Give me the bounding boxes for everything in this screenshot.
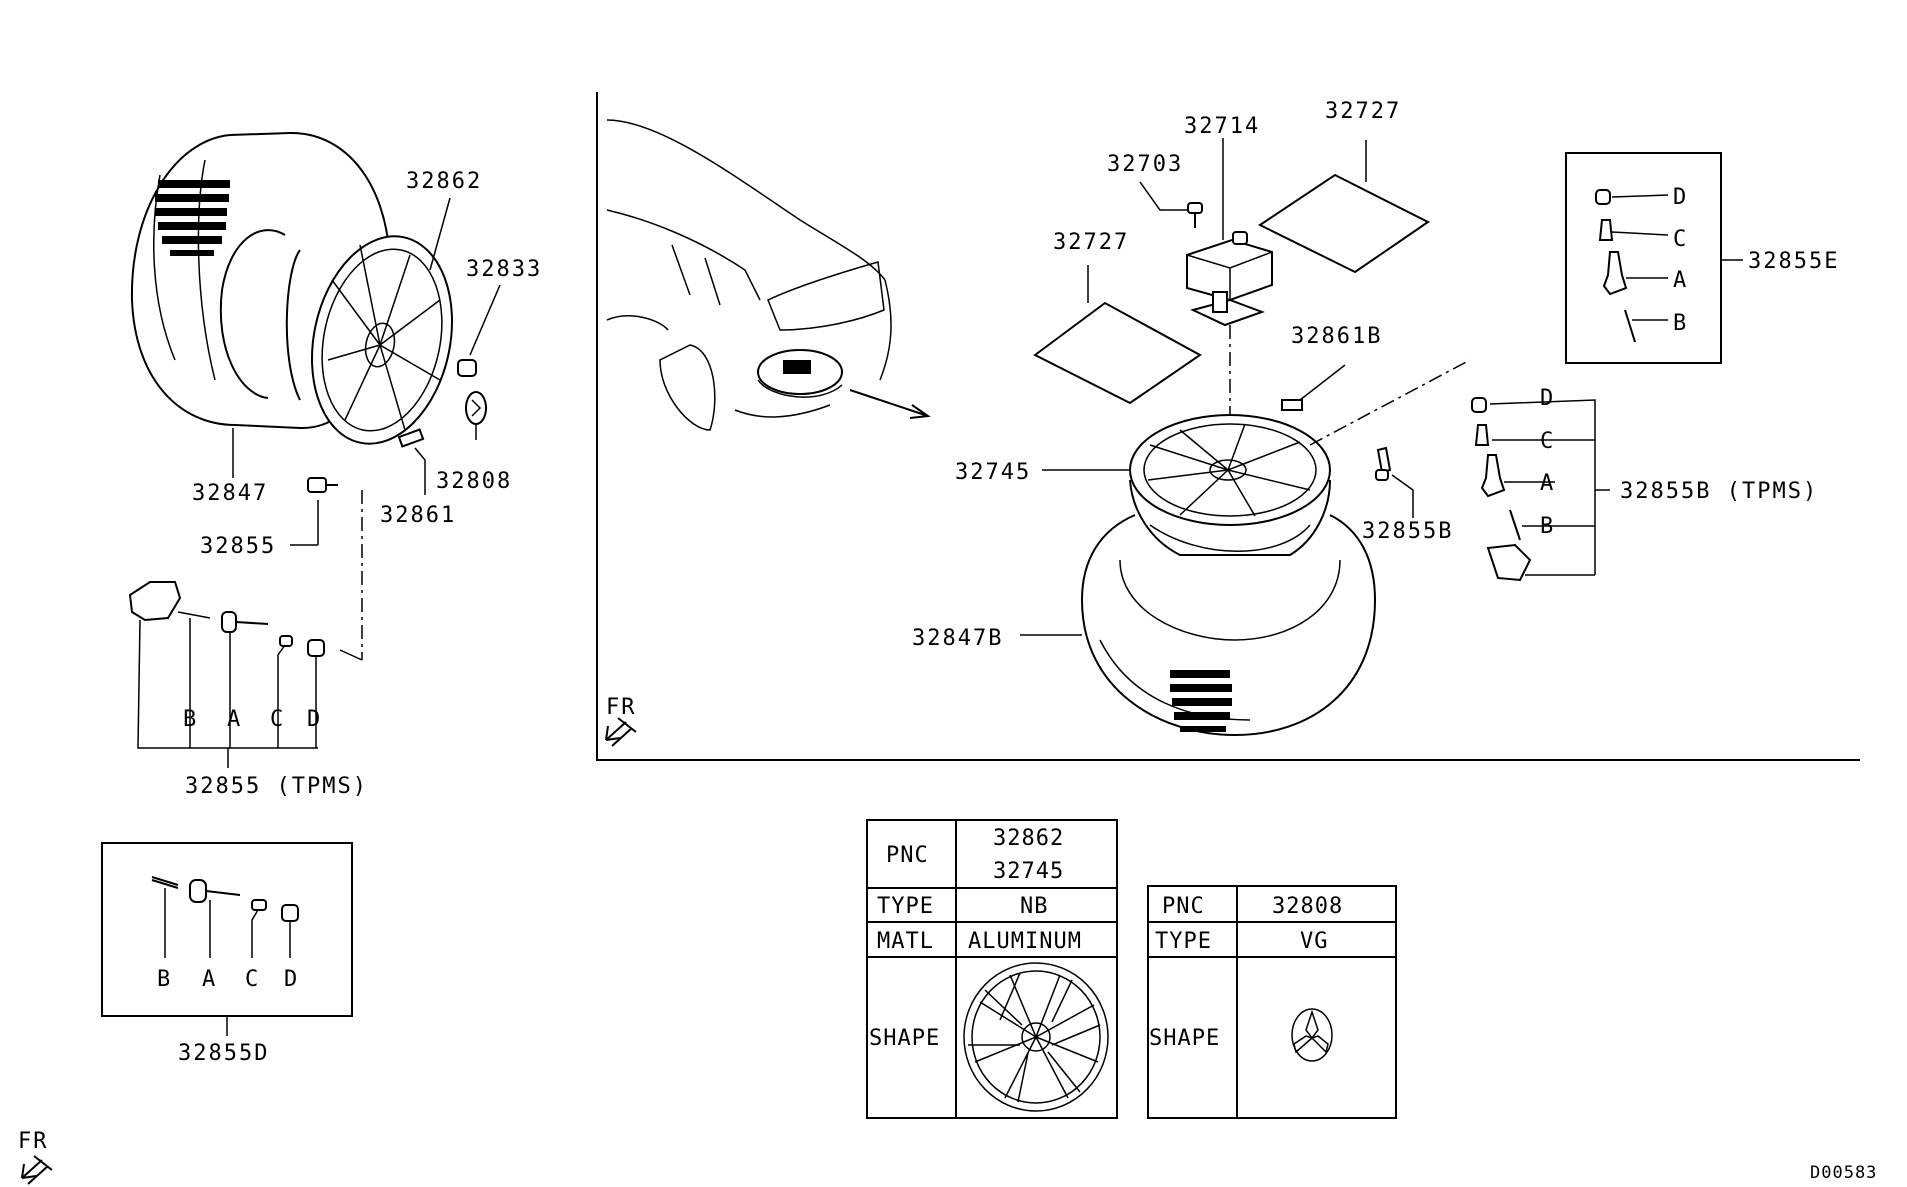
ornament-table-pnc-value: 32808 [1272, 894, 1343, 919]
ornament-table-type-value: VG [1300, 929, 1329, 954]
wheel-table-shape-label: SHAPE [869, 1026, 940, 1051]
spare-tpms-parts [1471, 397, 1532, 582]
kit-box-32855d [101, 842, 353, 1036]
kit-part-d: D [284, 967, 299, 992]
ornament-part [465, 391, 487, 425]
balance-weight-part [397, 428, 425, 448]
wheel-table-pnc-label: PNC [886, 843, 929, 868]
ornament-table-shape-label: SHAPE [1149, 1026, 1220, 1051]
label-ornament: 32808 [436, 469, 512, 494]
wheel-table-pnc-1: 32862 [993, 826, 1064, 851]
ornament-spec-table [1147, 885, 1397, 1119]
label-valve: 32855 [200, 534, 276, 559]
nut-part [457, 359, 477, 377]
wheel-spec-table [866, 819, 1118, 1119]
ornament-table-type-label: TYPE [1155, 929, 1212, 954]
label-compressor: 32714 [1184, 114, 1260, 139]
label-valve-box: 32855E [1748, 249, 1839, 274]
valve-box-part-c: C [1673, 227, 1688, 252]
tpms-part-c: C [270, 707, 285, 732]
tpms-part-b: B [183, 707, 198, 732]
label-tpms-group: 32855 (TPMS) [185, 774, 368, 799]
label-spare-wheel: 32745 [955, 460, 1031, 485]
label-tire: 32847 [192, 481, 268, 506]
label-front-bottom: FR [18, 1129, 49, 1154]
wheel-table-matl-value: ALUMINUM [968, 929, 1082, 954]
valve-box-part-a: A [1673, 268, 1688, 293]
tire-tread-marking [155, 180, 230, 256]
wheel-shape-icon [963, 962, 1109, 1112]
tpms-part-a: A [227, 707, 242, 732]
wheel-table-matl-label: MATL [877, 929, 934, 954]
ornament-table-pnc-label: PNC [1162, 894, 1205, 919]
label-nut: 32833 [466, 257, 542, 282]
compressor-bolt-part [1187, 202, 1203, 228]
label-sheet-right: 32727 [1325, 99, 1401, 124]
valve-part [307, 477, 338, 493]
spare-tire-part [1080, 514, 1377, 737]
valve-box-part-d: D [1673, 185, 1688, 210]
spare-wheel-part [1129, 414, 1331, 556]
wheel-table-type-label: TYPE [877, 894, 934, 919]
kit-part-b: B [157, 967, 172, 992]
vehicle-outline [606, 119, 931, 431]
spare-tpms-part-a: A [1540, 471, 1555, 496]
kit-part-a: A [202, 967, 217, 992]
label-weight: 32861 [380, 503, 456, 528]
left-tire-wheel-assembly [128, 131, 501, 768]
sheet-left [1033, 301, 1202, 405]
spare-tpms-part-c: C [1540, 429, 1555, 454]
spare-tread-marking [1170, 670, 1232, 732]
label-sheet-left: 32727 [1053, 230, 1129, 255]
label-kit-box: 32855D [178, 1041, 269, 1066]
spare-tpms-part-b: B [1540, 514, 1555, 539]
spare-tpms-part-d: D [1540, 386, 1555, 411]
spare-weight-part [1281, 399, 1303, 411]
compressor-part [1186, 231, 1273, 327]
label-front-spare: FR [606, 695, 637, 720]
label-wheel: 32862 [406, 169, 482, 194]
tpms-part-d: D [307, 707, 322, 732]
label-compressor-bolt: 32703 [1107, 152, 1183, 177]
sheet-right [1258, 173, 1430, 274]
spare-panel-frame [596, 92, 1860, 761]
front-arrow-icon-bottom [21, 1155, 53, 1185]
ornament-shape-icon [1291, 1008, 1333, 1062]
label-spare-weight: 32861B [1291, 324, 1382, 349]
wheel-table-pnc-2: 32745 [993, 859, 1064, 884]
wheel-table-type-value: NB [1020, 894, 1049, 919]
label-spare-tire: 32847B [912, 626, 1003, 651]
valve-box-32855e [1565, 152, 1722, 364]
label-spare-tpms-group: 32855B (TPMS) [1620, 479, 1818, 504]
label-spare-valve: 32855B [1362, 519, 1453, 544]
kit-part-c: C [245, 967, 260, 992]
spare-valve-part [1375, 446, 1392, 481]
valve-box-part-b: B [1673, 311, 1688, 336]
front-arrow-icon-spare [605, 717, 637, 747]
tpms-sensor-parts [128, 581, 325, 657]
diagram-code: D00583 [1810, 1163, 1877, 1183]
